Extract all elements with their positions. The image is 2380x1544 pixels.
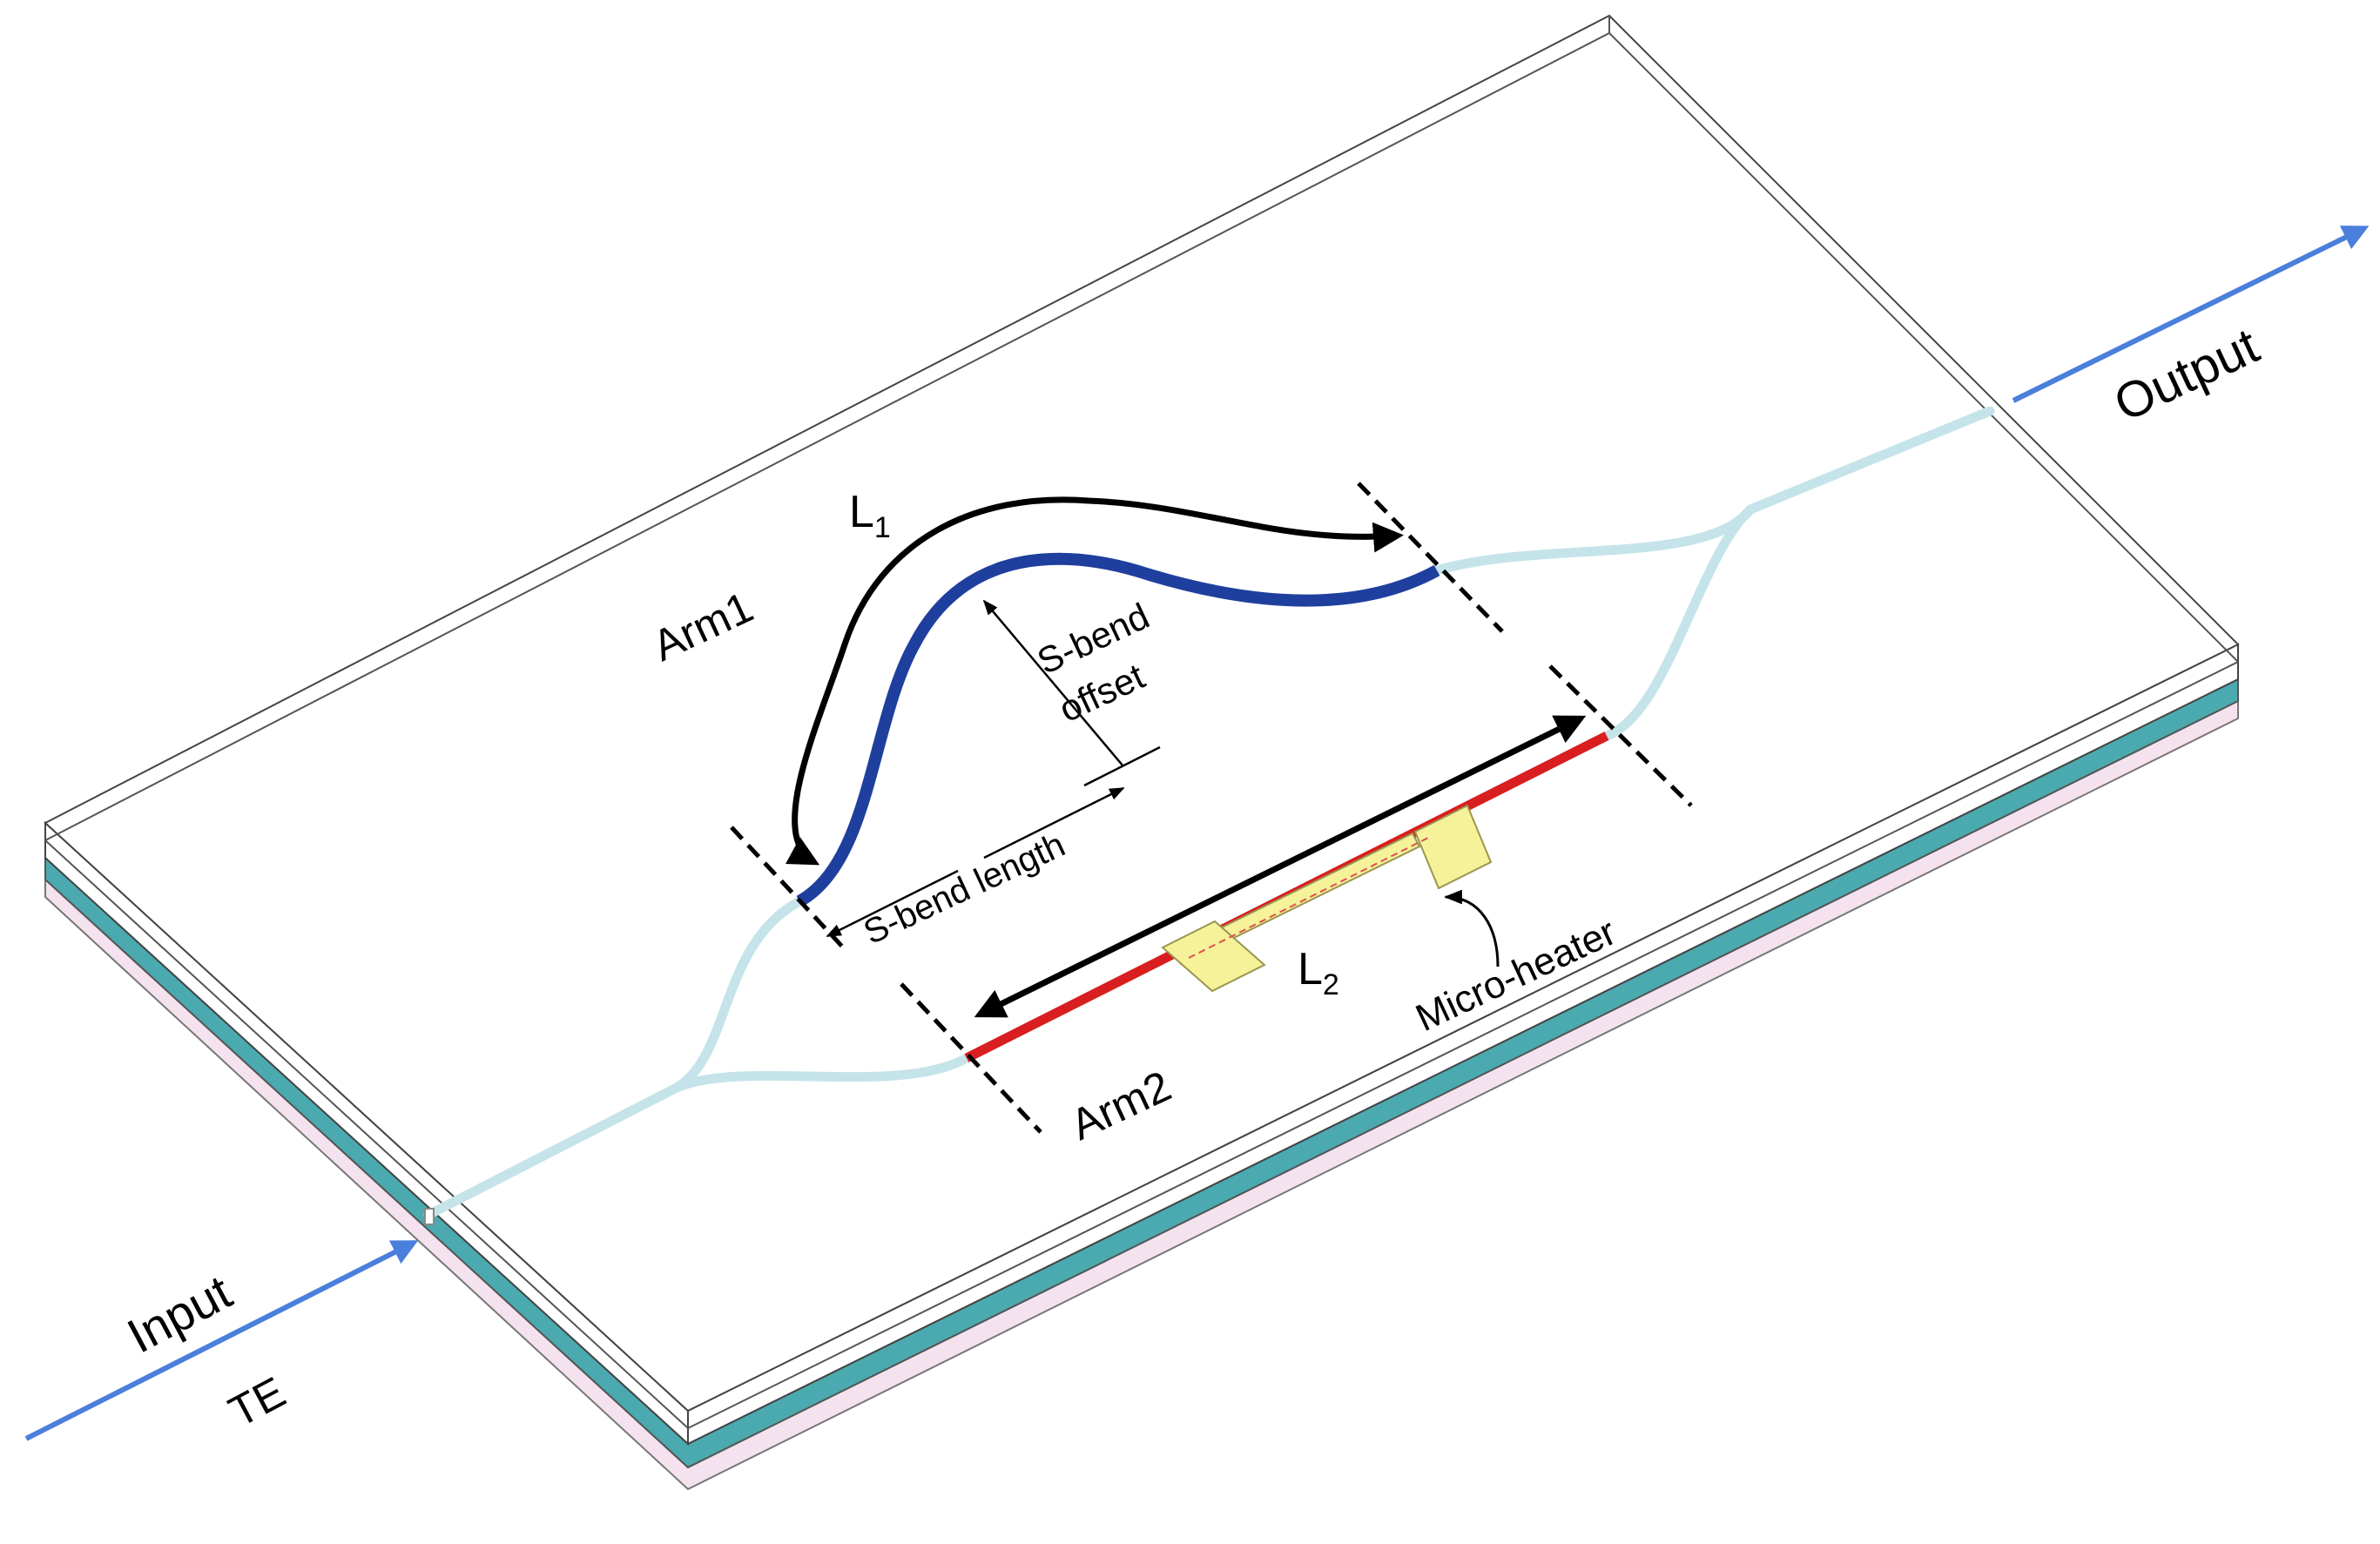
chip: [44, 14, 2240, 1491]
input-waveguide: [423, 1083, 680, 1220]
sbend-offset-arrow: [982, 599, 1124, 767]
output-label: Output: [2106, 317, 2267, 432]
splitter-lower-branch: [670, 1053, 972, 1094]
arm1-start-boundary: [730, 826, 846, 951]
splitter-upper-branch: [670, 896, 805, 1094]
l1-label-subscript: 1: [874, 511, 891, 544]
l1-arrow: [785, 496, 1404, 866]
arm2-start-boundary: [900, 982, 1042, 1134]
output-waveguide: [1745, 406, 1995, 515]
arm-boundaries: [730, 482, 1693, 1134]
input-port: [424, 1208, 435, 1225]
input-label: Input: [118, 1264, 240, 1363]
combiner-lower-branch: [1601, 504, 1756, 741]
arm1-end-boundary: [1357, 482, 1504, 633]
l1-label-main: L: [849, 487, 874, 537]
input-arrow: [24, 1240, 419, 1441]
l2-arrow: [974, 715, 1587, 1018]
arm2-end-boundary: [1548, 664, 1693, 807]
combiner-upper-branch: [1432, 504, 1756, 576]
l2-label-main: L: [1298, 944, 1323, 994]
polarization-label: TE: [221, 1367, 293, 1436]
sbend-length-arrow-right: [983, 786, 1125, 860]
sbend-length-arrow-left: [826, 869, 959, 938]
output-arrow: [2012, 226, 2370, 403]
l1-label: L1: [849, 487, 891, 544]
sbend-offset-tick: [1083, 745, 1161, 787]
waveguide: [423, 406, 1995, 1220]
l2-label-subscript: 2: [1323, 968, 1339, 1001]
micro-heater-pointer: [1443, 889, 1500, 968]
l2-label: L2: [1298, 944, 1339, 1001]
